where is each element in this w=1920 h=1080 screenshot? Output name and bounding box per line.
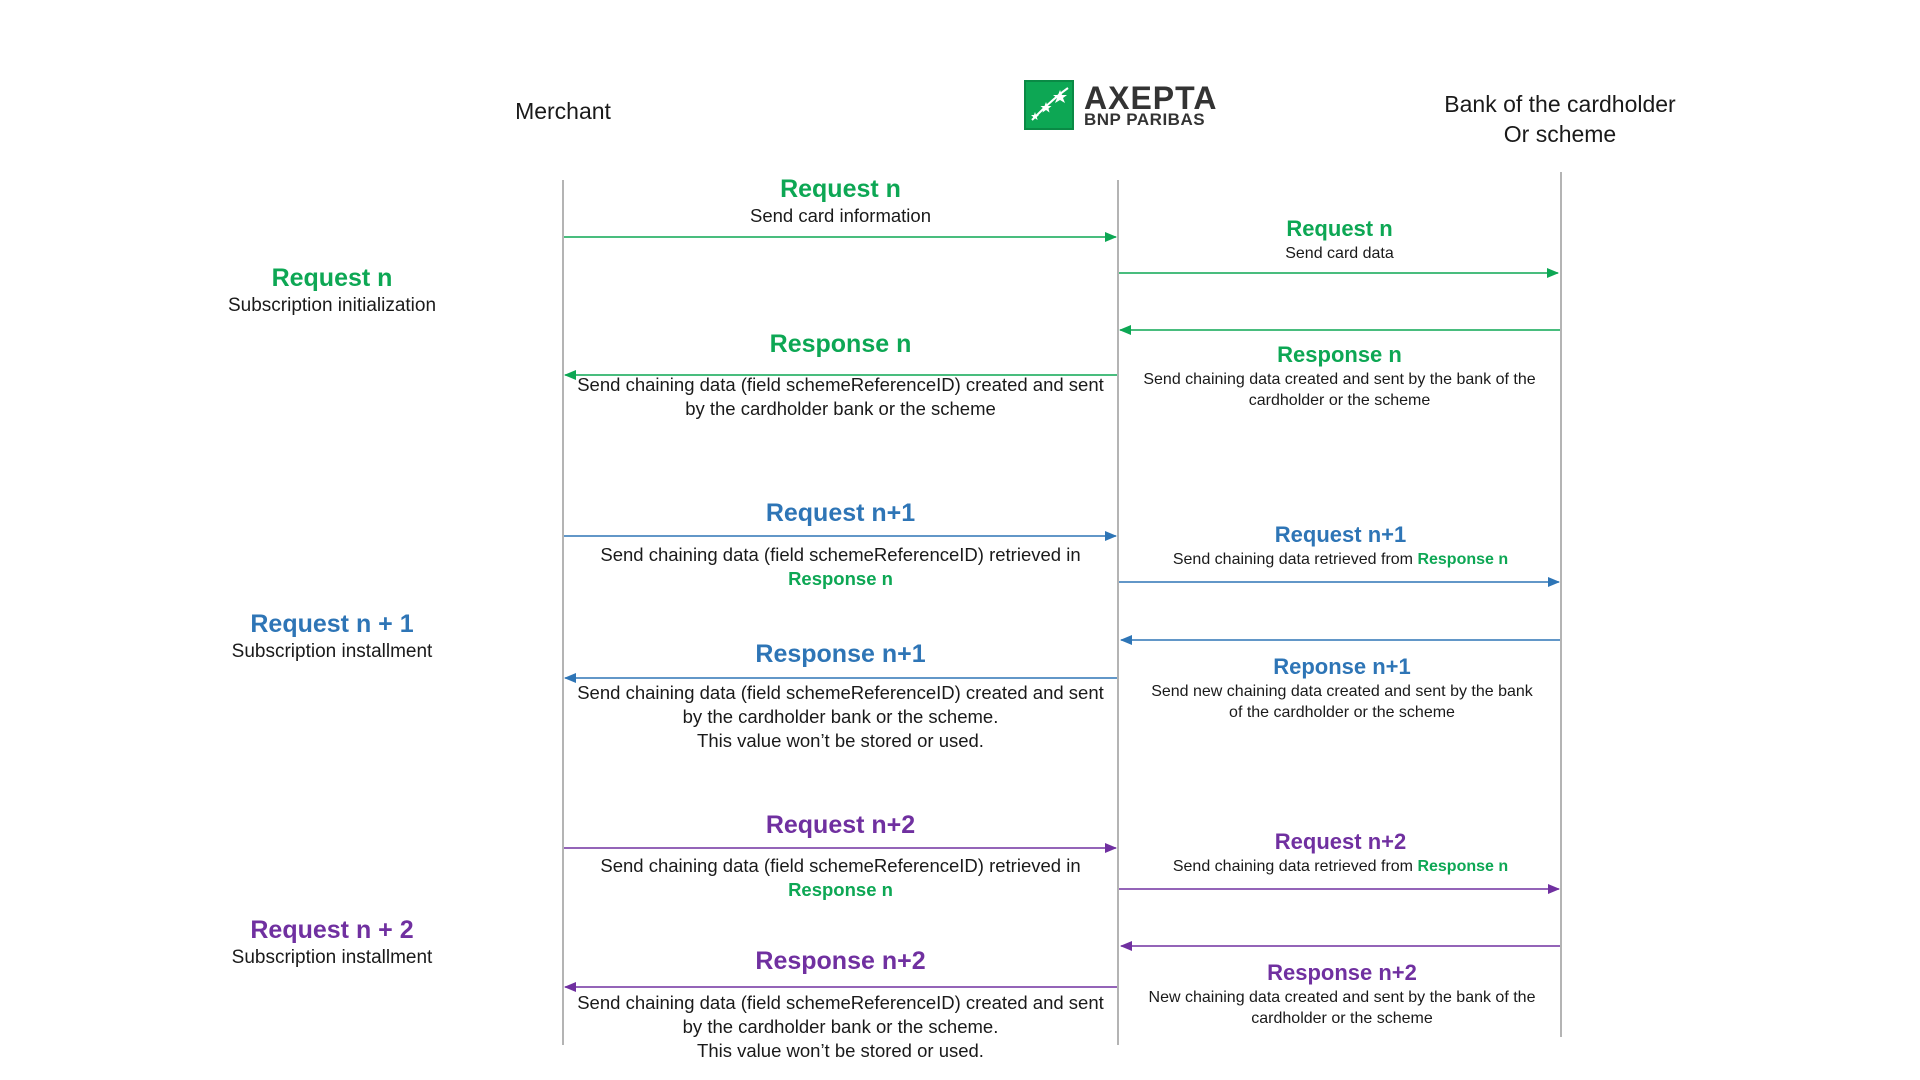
msg-ref-response-n: Response n — [1417, 858, 1509, 875]
msg-ref-response-n: Response n — [1417, 551, 1509, 568]
phase-installment-2: Request n + 2 Subscription installment — [182, 914, 482, 970]
msg-desc: Send chaining data retrieved from Respon… — [1118, 549, 1563, 570]
msg-response-n1-right: Reponse n+1 Send new chaining data creat… — [1118, 653, 1566, 723]
msg-request-n1-left: Request n+1 Send chaining data (field sc… — [563, 498, 1118, 591]
msg-title: Request n — [780, 175, 901, 203]
msg-ref-response-n: Response n — [788, 879, 893, 900]
phase-installment-1: Request n + 1 Subscription installment — [182, 608, 482, 664]
msg-title: Response n — [769, 330, 912, 358]
msg-desc: Send card data — [1285, 245, 1394, 262]
axepta-logo-name: AXEPTA — [1084, 80, 1218, 116]
msg-request-n2-right: Request n+2 Send chaining data retrieved… — [1118, 828, 1563, 877]
msg-title: Response n+1 — [755, 640, 926, 668]
bank-header-line2: Or scheme — [1503, 121, 1617, 147]
msg-response-n-right: Response n Send chaining data created an… — [1118, 341, 1561, 411]
msg-desc-line3: This value won’t be stored or used. — [697, 1040, 984, 1061]
msg-desc-line2: by the cardholder bank or the scheme — [685, 398, 996, 419]
msg-desc-line1: Send chaining data (field schemeReferenc… — [577, 992, 1104, 1013]
phase-inst2-title: Request n + 2 — [250, 916, 414, 944]
msg-desc: Send chaining data retrieved from Respon… — [1118, 856, 1563, 877]
msg-request-n1-right: Request n+1 Send chaining data retrieved… — [1118, 521, 1563, 570]
axepta-logo: AXEPTA BNP PARIBAS — [1024, 80, 1218, 132]
msg-desc: Send card information — [750, 205, 931, 226]
msg-response-n-left: Response n Send chaining data (field sch… — [563, 329, 1118, 421]
msg-title: Request n+1 — [765, 499, 916, 527]
msg-desc-line2: cardholder or the scheme — [1248, 392, 1431, 409]
bank-header-line1: Bank of the cardholder — [1444, 91, 1676, 117]
merchant-header: Merchant — [515, 98, 611, 124]
msg-desc-line1: Send new chaining data created and sent … — [1151, 683, 1533, 700]
msg-desc-line2: by the cardholder bank or the scheme. — [682, 706, 999, 727]
msg-title: Request n+2 — [1274, 829, 1407, 854]
msg-request-n-left: Request n Send card information — [563, 174, 1118, 228]
msg-desc-line1: Send chaining data (field schemeReferenc… — [577, 682, 1104, 703]
msg-desc-line2: of the cardholder or the scheme — [1229, 704, 1455, 721]
msg-desc-line3: This value won’t be stored or used. — [697, 730, 984, 751]
msg-desc-line2: cardholder or the scheme — [1251, 1010, 1433, 1027]
msg-title: Request n — [1286, 216, 1393, 241]
bank-header: Bank of the cardholder Or scheme — [1400, 89, 1720, 149]
msg-request-n-right: Request n Send card data — [1118, 215, 1561, 264]
msg-desc-line1: Send chaining data created and sent by t… — [1143, 371, 1536, 388]
msg-title: Request n+2 — [765, 811, 916, 839]
msg-response-n1-left: Response n+1 Send chaining data (field s… — [563, 639, 1118, 753]
msg-desc-text: Send chaining data retrieved from — [1172, 551, 1413, 568]
msg-desc-line2: by the cardholder bank or the scheme. — [682, 1016, 999, 1037]
msg-desc-line1: Send chaining data (field schemeReferenc… — [600, 544, 1081, 565]
axepta-logo-subtitle: BNP PARIBAS — [1084, 110, 1206, 129]
msg-desc-line1: Send chaining data (field schemeReferenc… — [577, 374, 1104, 395]
phase-init-title: Request n — [271, 264, 393, 292]
msg-title: Response n+2 — [1267, 960, 1417, 985]
msg-response-n2-left: Response n+2 Send chaining data (field s… — [563, 946, 1118, 1063]
phase-inst1-title: Request n + 1 — [250, 610, 414, 638]
msg-request-n2-left: Request n+2 Send chaining data (field sc… — [563, 810, 1118, 902]
msg-desc-text: Send chaining data retrieved from — [1172, 858, 1413, 875]
msg-desc-line1: New chaining data created and sent by th… — [1148, 989, 1536, 1006]
msg-ref-response-n: Response n — [788, 568, 893, 589]
phase-inst1-subtitle: Subscription installment — [231, 641, 433, 662]
bnp-stars-icon — [1024, 80, 1074, 130]
msg-response-n2-right: Response n+2 New chaining data created a… — [1118, 959, 1566, 1029]
phase-init: Request n Subscription initialization — [182, 262, 482, 318]
msg-title: Request n+1 — [1274, 522, 1407, 547]
phase-init-subtitle: Subscription initialization — [227, 295, 437, 316]
msg-title: Response n — [1277, 342, 1402, 367]
msg-title: Response n+2 — [755, 947, 926, 975]
msg-title: Reponse n+1 — [1273, 654, 1411, 679]
msg-desc-line1: Send chaining data (field schemeReferenc… — [600, 855, 1081, 876]
phase-inst2-subtitle: Subscription installment — [231, 947, 433, 968]
